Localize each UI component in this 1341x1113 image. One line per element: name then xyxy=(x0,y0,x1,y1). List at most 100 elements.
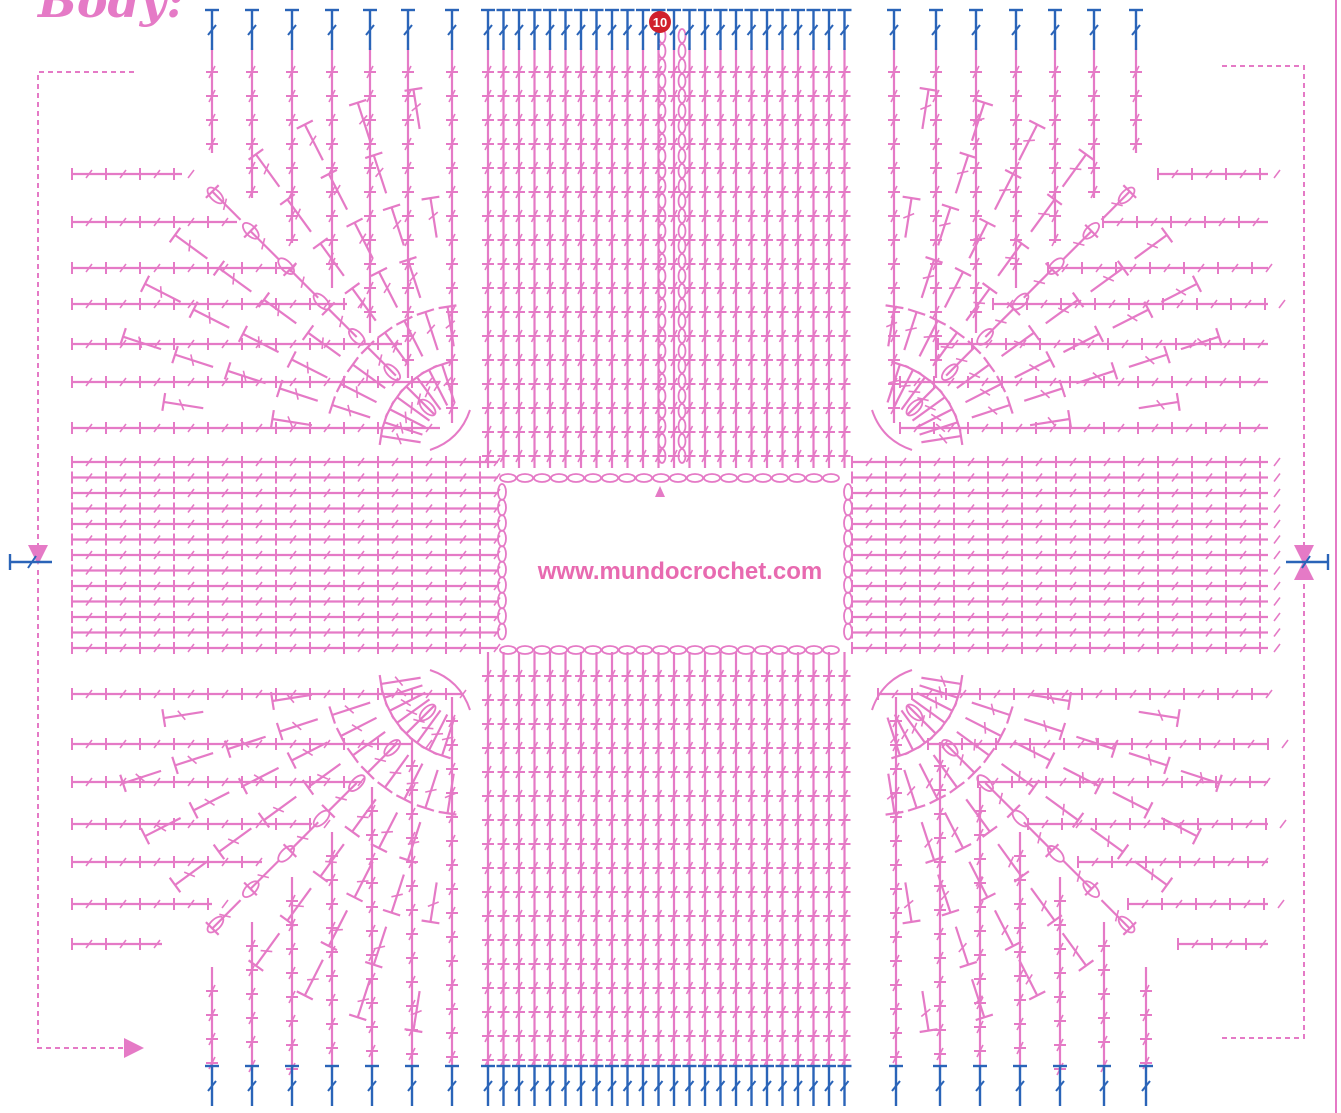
chain-stitch-icon xyxy=(498,515,506,531)
top-blue-stitch xyxy=(887,10,901,50)
chain-stitch-icon xyxy=(679,299,686,313)
corner-stitch xyxy=(303,325,341,356)
bottom-blue-stitch xyxy=(543,1066,557,1106)
chain-stitch-icon xyxy=(679,389,686,403)
round-number: 10 xyxy=(653,15,667,30)
bottom-blue-stitch xyxy=(1097,1066,1111,1106)
top-blue-stitch xyxy=(1009,10,1023,50)
top-stitch-column xyxy=(808,48,820,468)
bottom-stitch-column xyxy=(839,652,851,1070)
chain-stitch-icon xyxy=(679,104,686,118)
top-stitch-column xyxy=(1088,48,1100,198)
bottom-stitch-column xyxy=(446,697,458,1070)
top-stitch-column xyxy=(246,48,258,198)
chain-stitch-icon xyxy=(500,474,516,482)
corner-stitch xyxy=(920,764,946,804)
chain-stitch-icon xyxy=(679,404,686,418)
bottom-left-arrow xyxy=(38,570,134,1048)
right-stitch-row xyxy=(852,534,1280,546)
chain-stitch-icon xyxy=(679,344,686,358)
corner-stitch xyxy=(347,862,373,902)
bottom-stitch-column xyxy=(622,652,634,1070)
top-stitch-column xyxy=(970,48,982,333)
chain-stitch-icon xyxy=(568,646,584,654)
top-stitch-column xyxy=(746,48,758,468)
corner-stitch xyxy=(400,380,435,415)
corner-stitch xyxy=(1019,960,1045,1000)
right-stitch-row xyxy=(852,549,1280,561)
chain-stitch-icon xyxy=(679,284,686,298)
chain-stitch-icon xyxy=(679,359,686,373)
corner-stitch xyxy=(259,797,297,828)
top-blue-stitch xyxy=(760,10,774,50)
right-stitch-row xyxy=(1028,818,1286,830)
bottom-stitch-column xyxy=(606,652,618,1070)
corner-stitch xyxy=(886,774,904,815)
bottom-blue-stitch xyxy=(745,1066,759,1106)
right-stitch-row xyxy=(1048,262,1272,274)
chain-stitch-icon xyxy=(679,44,686,58)
bottom-blue-stitch xyxy=(285,1066,299,1106)
bottom-stitch-column xyxy=(575,652,587,1070)
corner-arc-icon xyxy=(430,670,470,710)
corner-stitch xyxy=(1113,302,1153,328)
corner-stitch xyxy=(1129,346,1170,367)
bottom-stitch-column xyxy=(653,652,665,1070)
chain-stitch-icon xyxy=(772,646,788,654)
corner-stitch xyxy=(1063,225,1098,260)
bottom-stitch-column xyxy=(730,652,742,1070)
chain-stitch-icon xyxy=(844,531,852,547)
chain-stitch-icon xyxy=(823,646,839,654)
left-stitch-row xyxy=(72,376,440,388)
corner-stitch xyxy=(1015,351,1055,377)
chain-stitch-icon xyxy=(679,434,686,448)
round-number-badge: 10 xyxy=(649,11,671,33)
chain-stitch-icon xyxy=(687,474,703,482)
chain-stitch-icon xyxy=(721,646,737,654)
bottom-stitch-column xyxy=(934,742,946,1070)
top-stitch-column xyxy=(637,48,649,468)
corner-stitch xyxy=(888,718,909,759)
bottom-blue-stitch xyxy=(889,1066,903,1106)
top-blue-stitch xyxy=(205,10,219,50)
corner-stitch xyxy=(985,783,1020,818)
right-horizontal-stitches xyxy=(852,168,1288,950)
bottom-blue-stitch xyxy=(973,1066,987,1106)
chain-stitch-icon xyxy=(679,254,686,268)
corner-stitch xyxy=(1129,753,1170,774)
chain-stitch-icon xyxy=(704,474,720,482)
right-stitch-row xyxy=(852,518,1280,530)
top-stitch-column xyxy=(823,48,835,468)
top-blue-stitch xyxy=(838,10,852,50)
corner-stitch xyxy=(322,783,357,818)
corner-stitch xyxy=(439,774,457,815)
bottom-stitch-column xyxy=(246,922,258,1072)
chain-stitch-icon xyxy=(679,149,686,163)
right-stitch-row xyxy=(852,487,1280,499)
chain-stitch-icon xyxy=(619,474,635,482)
top-stitch-column xyxy=(513,48,525,468)
chain-stitch-icon xyxy=(498,562,506,578)
right-stitch-row xyxy=(852,642,1280,654)
corner-stitch xyxy=(288,742,328,768)
chain-stitch-icon xyxy=(679,179,686,193)
corner-stitch xyxy=(303,764,341,795)
corner-stitch xyxy=(244,225,279,260)
corner-stitch xyxy=(1091,828,1129,859)
corner-stitch xyxy=(405,991,423,1032)
right-stitch-row xyxy=(878,688,1272,700)
bottom-stitch-column xyxy=(1140,967,1152,1070)
left-stitch-row xyxy=(72,596,500,608)
corner-stitch xyxy=(249,933,280,971)
top-stitch-column xyxy=(206,48,218,153)
corner-stitch xyxy=(1139,393,1180,411)
corner-stitch xyxy=(271,410,312,428)
corner-stitch xyxy=(280,888,311,926)
corner-stitch xyxy=(969,219,995,259)
corner-stitch xyxy=(920,414,961,435)
right-stitch-row xyxy=(852,580,1280,592)
corner-stitch xyxy=(297,120,323,160)
corner-stitch xyxy=(190,792,230,818)
bottom-blue-stitch xyxy=(497,1066,511,1106)
